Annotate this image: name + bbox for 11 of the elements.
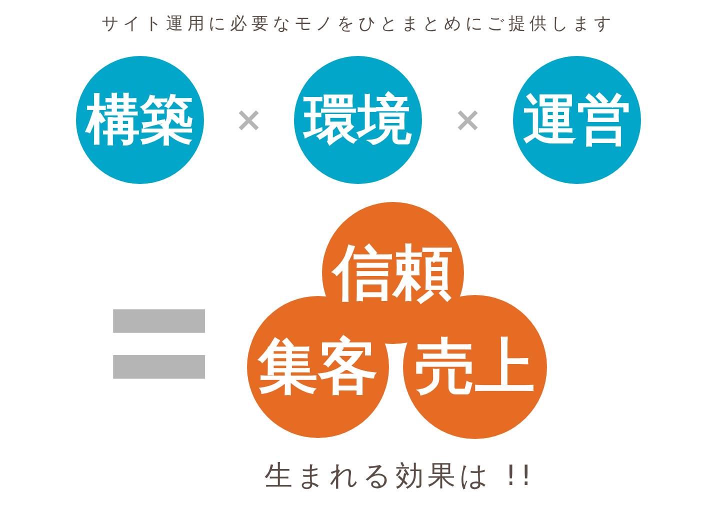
circle-label: 信頼 <box>333 243 453 303</box>
circle-label: 運営 <box>523 93 631 147</box>
multiply-sign: × <box>454 103 482 137</box>
caption-text: 生まれる効果は !! <box>263 462 537 490</box>
multiply-sign: × <box>234 103 263 137</box>
heading: サイト運用に必要なモノをひとまとめにご提供します <box>100 16 616 33</box>
circle-label: 構築 <box>86 93 194 147</box>
equals-sign: = <box>114 310 206 379</box>
circle-label: 集客 <box>258 337 378 397</box>
circle-label: 売上 <box>415 337 535 397</box>
circle-label: 環境 <box>304 93 412 147</box>
